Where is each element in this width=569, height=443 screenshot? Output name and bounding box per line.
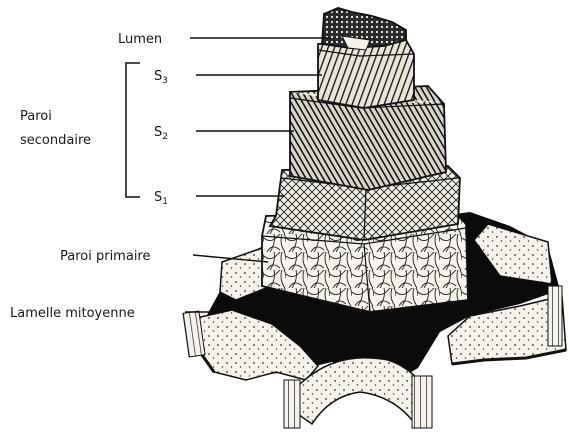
secondary-wall-bracket bbox=[126, 63, 140, 197]
label-lumen: Lumen bbox=[118, 32, 162, 47]
label-paroi-primaire: Paroi primaire bbox=[60, 249, 151, 264]
label-lamelle-mitoyenne: Lamelle mitoyenne bbox=[10, 306, 135, 321]
label-s1: S1 bbox=[154, 190, 168, 207]
lumen-top bbox=[322, 8, 406, 50]
label-s3: S3 bbox=[154, 69, 168, 86]
label-paroi-secondaire-line1: Paroi bbox=[20, 109, 52, 124]
label-paroi-secondaire-line2: secondaire bbox=[20, 133, 91, 148]
label-s2: S2 bbox=[154, 125, 168, 142]
